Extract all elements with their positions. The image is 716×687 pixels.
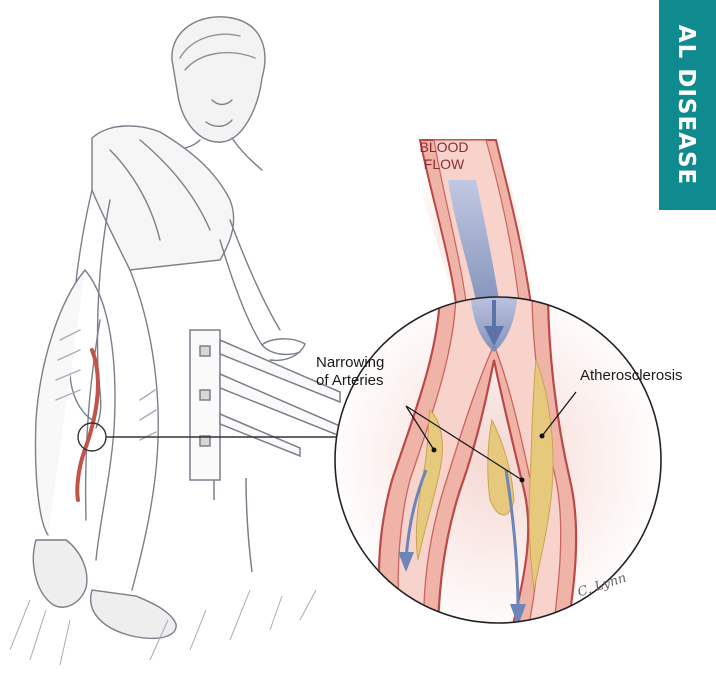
section-tab-label: AL DISEASE — [673, 25, 699, 185]
narrowing-label: Narrowing of Arteries — [316, 354, 384, 390]
blood-flow-line2: FLOW — [408, 156, 480, 173]
blood-flow-label: BLOOD FLOW — [408, 139, 480, 173]
blood-flow-line1: BLOOD — [408, 139, 480, 156]
elderly-person-sketch — [33, 17, 305, 639]
atherosclerosis-label: Atherosclerosis — [580, 367, 683, 385]
narrowing-line2: of Arteries — [316, 372, 384, 390]
narrowing-line1: Narrowing — [316, 354, 384, 372]
